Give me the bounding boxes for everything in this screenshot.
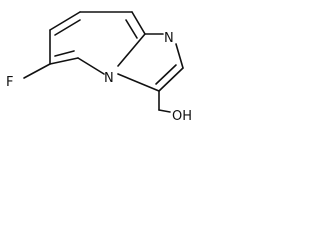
bond-c7-c8a-double [125,19,138,39]
bond-n4-c5 [77,57,105,75]
bond-c7-c8a [131,11,146,35]
molecule-drawing: F N N OH [6,11,192,124]
bond-c5ring-c4 [49,57,79,65]
bond-ch2-o [158,109,171,113]
bond-c3-n4 [117,73,160,92]
structure-diagram: F N N OH [0,0,218,132]
bond-c2-c3-double [155,64,177,85]
hydroxyl-label: OH [172,109,192,124]
bond-n1-c2 [175,43,184,69]
nitrogen-label-bridgehead: N [104,71,114,86]
bond-c-f [23,63,51,79]
fluorine-label: F [6,75,13,90]
nitrogen-label-imidazole: N [164,31,174,46]
bond-c5-c6 [49,11,81,31]
bond-c2-c3 [158,67,184,92]
bond-c8a-n4 [117,33,146,67]
bond-c5-c6-double [54,19,81,36]
bond-c5ring-c4-double [54,50,75,57]
